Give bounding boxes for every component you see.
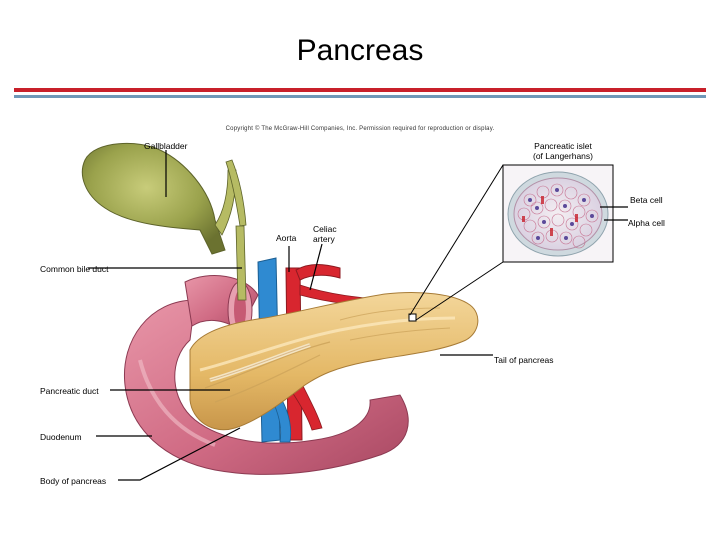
label-tail-of-pancreas: Tail of pancreas <box>494 355 554 365</box>
label-celiac-artery: Celiac artery <box>313 224 337 244</box>
label-celiac-line1: Celiac <box>313 224 337 234</box>
label-duodenum: Duodenum <box>40 432 82 442</box>
label-common-bile-duct: Common bile duct <box>40 264 109 274</box>
label-aorta: Aorta <box>276 233 296 243</box>
label-pancreatic-islet: Pancreatic islet (of Langerhans) <box>520 141 606 161</box>
label-celiac-line2: artery <box>313 234 337 244</box>
label-pancreatic-islet-line2: (of Langerhans) <box>520 151 606 161</box>
label-pancreatic-islet-line1: Pancreatic islet <box>520 141 606 151</box>
label-beta-cell: Beta cell <box>630 195 663 205</box>
islet-inset <box>503 165 613 262</box>
label-gallbladder: Gallbladder <box>144 141 187 151</box>
label-alpha-cell: Alpha cell <box>628 218 665 228</box>
islet-location-marker <box>409 314 416 321</box>
label-pancreatic-duct: Pancreatic duct <box>40 386 99 396</box>
label-body-of-pancreas: Body of pancreas <box>40 476 106 486</box>
